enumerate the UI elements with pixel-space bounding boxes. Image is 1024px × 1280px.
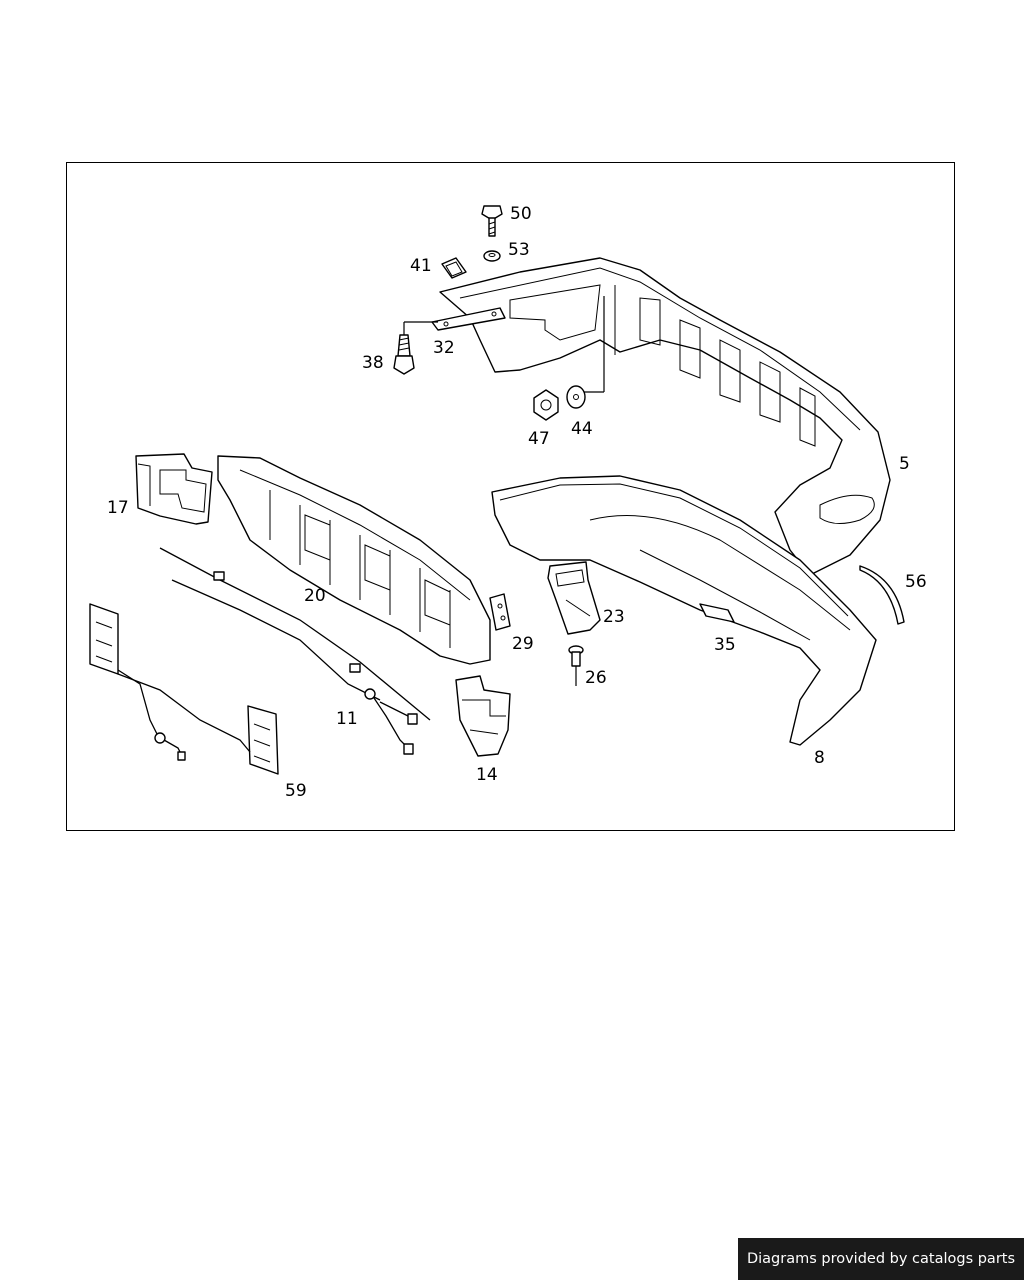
- part-32-bracket[interactable]: [431, 307, 506, 331]
- diagram-frame: [66, 162, 955, 831]
- part-50-bolt[interactable]: [481, 205, 503, 237]
- callout-35: 35: [714, 635, 736, 655]
- part-38-screw[interactable]: [393, 321, 438, 375]
- part-26-clip-pin[interactable]: [568, 645, 584, 686]
- part-53-washer[interactable]: [483, 250, 501, 262]
- callout-41: 41: [410, 256, 432, 276]
- callout-8: 8: [814, 748, 825, 768]
- callout-38: 38: [362, 353, 384, 373]
- part-14-absorber[interactable]: [455, 675, 511, 757]
- callout-53: 53: [508, 240, 530, 260]
- callout-56: 56: [905, 572, 927, 592]
- callout-29: 29: [512, 634, 534, 654]
- part-5-bumper-cover[interactable]: [439, 257, 891, 576]
- callout-47: 47: [528, 429, 550, 449]
- part-44-washer[interactable]: [566, 296, 605, 409]
- callout-5: 5: [899, 454, 910, 474]
- part-29-bracket[interactable]: [489, 593, 511, 631]
- part-20-impact-beam[interactable]: [217, 455, 491, 665]
- callout-44: 44: [571, 419, 593, 439]
- callout-32: 32: [433, 338, 455, 358]
- callout-23: 23: [603, 607, 625, 627]
- callout-50: 50: [510, 204, 532, 224]
- callout-26: 26: [585, 668, 607, 688]
- part-8-lower-panel[interactable]: [491, 475, 877, 746]
- part-47-nut[interactable]: [533, 389, 559, 421]
- part-17-absorber[interactable]: [135, 453, 213, 525]
- callout-59: 59: [285, 781, 307, 801]
- part-11-wiring-harness[interactable]: [159, 547, 431, 755]
- part-41-clip-nut[interactable]: [441, 257, 467, 279]
- part-23-mounting-bracket[interactable]: [547, 561, 601, 635]
- callout-20: 20: [304, 586, 326, 606]
- part-59-sensor-assembly[interactable]: [89, 603, 279, 775]
- callout-11: 11: [336, 709, 358, 729]
- part-56-trim[interactable]: [859, 565, 905, 625]
- callout-14: 14: [476, 765, 498, 785]
- callout-17: 17: [107, 498, 129, 518]
- part-35-reflector[interactable]: [699, 603, 735, 623]
- credit-badge: Diagrams provided by catalogs parts: [738, 1238, 1024, 1280]
